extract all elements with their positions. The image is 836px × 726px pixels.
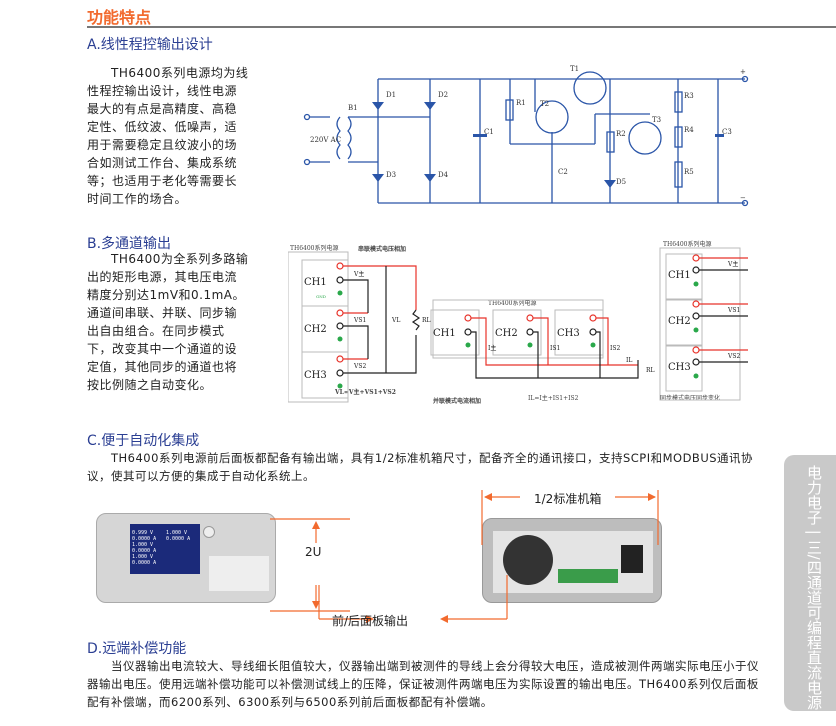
series-ch1: CH1 [304, 277, 327, 288]
sync-title: 同步模式电压同步变化 [660, 394, 720, 402]
circuit-label: R3 [684, 92, 694, 100]
circuit-label: C3 [722, 128, 732, 136]
display-reading: 1.000 V [166, 530, 188, 536]
rear-panel-photo [482, 518, 662, 603]
title-divider [87, 26, 836, 28]
display-reading: 0.999 V [132, 530, 154, 536]
circuit-label: R1 [516, 99, 526, 107]
section-c-text: TH6400系列电源前后面板都配备有输出端，具有1/2标准机箱尺寸，配备齐全的通… [87, 451, 754, 483]
sync-ch3: CH3 [668, 362, 691, 373]
series-formula: VL=V主+VS1+VS2 [334, 388, 396, 396]
circuit-label: T3 [652, 116, 661, 124]
v-label: VS1 [353, 317, 366, 324]
parallel-ch3: CH3 [557, 328, 580, 339]
sync-ch2: CH2 [668, 316, 691, 327]
circuit-label: C1 [484, 128, 494, 136]
display-reading: 0.0000 A [132, 560, 157, 566]
section-b-text: TH6400为全系列多路输出的矩形电源，其电压电流精度分别达1mV和0.1mA。… [87, 252, 249, 392]
section-c-heading: C.便于自动化集成 [87, 433, 200, 449]
circuit-label: D2 [438, 91, 448, 99]
vl-label: VL [391, 317, 400, 324]
gnd-label: GND [316, 294, 326, 299]
i-label: IS2 [610, 345, 620, 352]
series-title: 串联模式电压相加 [358, 245, 406, 253]
v-label: VS2 [353, 363, 366, 370]
front-rear-output-label: 前/后面板输出 [332, 614, 409, 628]
section-d-text: 当仪器输出电流较大、导线细长阻值较大，仪器输出端到被测件的导线上会分得较大电压，… [87, 659, 759, 709]
series-ch3: CH3 [304, 370, 327, 381]
multi-channel-diagram: TH6400系列电源 串联模式电压相加 VL=V主+VS1+VS2 并联模式电流… [288, 240, 748, 405]
circuit-label: R5 [684, 168, 694, 176]
il-label: IL [626, 357, 632, 364]
display-reading: 0.0000 A [132, 548, 157, 554]
display-reading: 1.000 V [132, 554, 154, 560]
rl-label: RL [646, 367, 655, 374]
parallel-ch1: CH1 [433, 328, 456, 339]
i-label: IS1 [550, 345, 560, 352]
rl-label: RL [422, 317, 431, 324]
parallel-ch2: CH2 [495, 328, 518, 339]
power-socket[interactable] [621, 545, 643, 573]
circuit-label: B1 [348, 104, 358, 112]
circuit-label: T1 [570, 65, 579, 73]
circuit-label: + [740, 68, 746, 76]
display-reading: 1.000 V [132, 542, 154, 548]
section-a-text: TH6400系列电源均为线性程控输出设计，线性电源最大的有点是高精度、高稳定性、… [87, 66, 249, 206]
sync-ch1: CH1 [668, 270, 691, 281]
rotary-knob[interactable] [203, 526, 215, 538]
half-rack-label: 1/2标准机箱 [534, 492, 602, 506]
sync-box-title: TH6400系列电源 [663, 240, 712, 248]
parallel-box-title: TH6400系列电源 [488, 299, 537, 307]
section-b-heading: B.多通道输出 [87, 236, 172, 252]
output-terminals[interactable] [209, 556, 269, 591]
display-reading: 0.0000 A [132, 536, 157, 542]
circuit-label: C2 [558, 168, 568, 176]
circuit-label: R4 [684, 126, 694, 134]
sync-v-label: VS1 [727, 307, 740, 314]
terminal-block[interactable] [558, 569, 618, 583]
section-d-heading: D.远端补偿功能 [87, 641, 187, 657]
circuit-label: D1 [386, 91, 396, 99]
circuit-label: D4 [438, 171, 449, 179]
sync-v-label: VS2 [727, 353, 740, 360]
dimension-annotations [270, 490, 659, 623]
circuit-label: R2 [616, 130, 626, 138]
v-label: V主 [353, 270, 364, 278]
parallel-title: 并联模式电流相加 [433, 397, 481, 405]
circuit-label: − [740, 194, 746, 202]
sync-v-label: V主 [727, 260, 738, 268]
section-a-heading: A.线性程控输出设计 [87, 37, 213, 53]
parallel-formula: IL=I主+IS1+IS2 [528, 394, 579, 402]
display-reading: 0.0000 A [166, 536, 191, 542]
circuit-label: D5 [616, 178, 626, 186]
side-tab-category: 电力电子 | 三/四通道可编程直流电源 [784, 455, 836, 711]
height-2u-label: 2U [305, 545, 322, 559]
i-label: I主 [488, 344, 496, 352]
linear-circuit-diagram: B1 220V AC D1 D2 D3 D4 C1 R1 T2 T1 C2 R2… [303, 65, 749, 207]
series-ch2: CH2 [304, 324, 327, 335]
circuit-label: 220V AC [310, 136, 341, 144]
fan-grille [503, 535, 553, 585]
circuit-label: D3 [386, 171, 396, 179]
series-box-title: TH6400系列电源 [290, 244, 339, 252]
circuit-label: T2 [540, 100, 549, 108]
page-title: 功能特点 [87, 8, 152, 27]
